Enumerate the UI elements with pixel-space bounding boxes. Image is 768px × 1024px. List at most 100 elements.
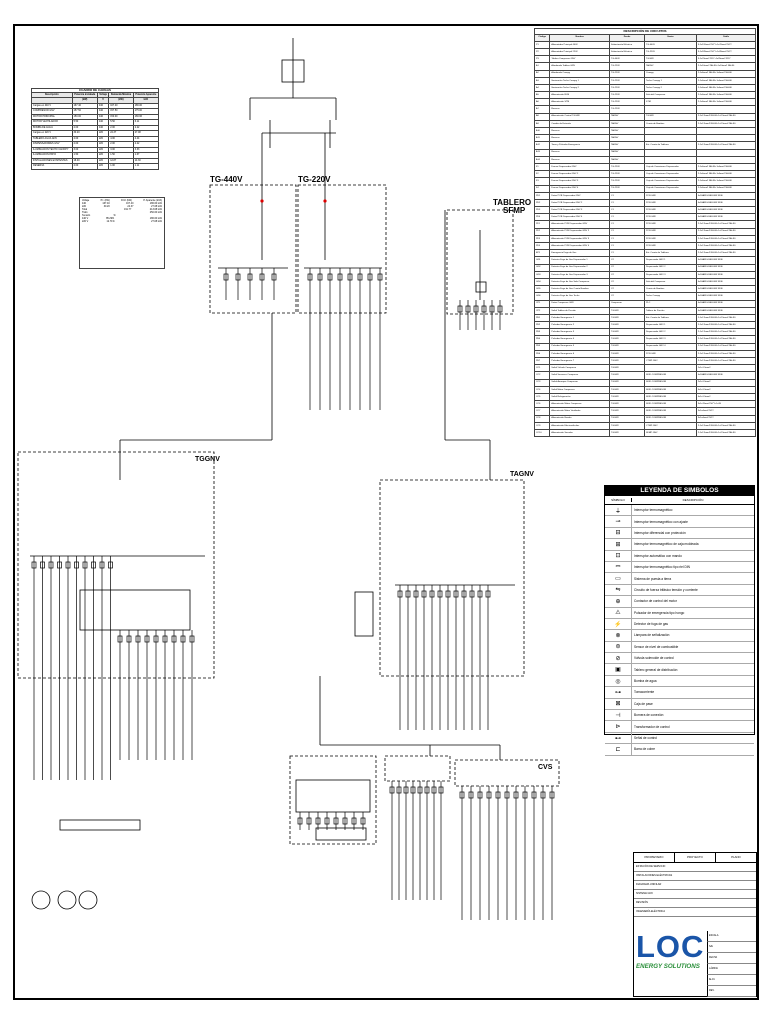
legend-description: Interruptor termomagnético tipo riel DIN	[634, 565, 690, 570]
circuit-col-header: Desde	[609, 33, 646, 42]
table-cell: Alimentación RLM	[549, 91, 611, 100]
legend-description: Circuito de fuerza trifásico tensión y c…	[634, 587, 698, 592]
table-cell: Datos PCB Dispensador GNV	[549, 191, 611, 200]
table-cell: SKID COMPRESOR	[644, 414, 697, 423]
meter-icon: ⊡	[605, 550, 632, 561]
legend-description: Interruptor automático con mando	[634, 553, 682, 558]
table-cell: Alimentación Electroválvulas	[549, 421, 611, 430]
table-cell: C1	[609, 227, 646, 236]
breaker-symbol	[297, 817, 303, 825]
panel-label-cvs: CVS	[538, 764, 553, 771]
breaker-symbol	[477, 590, 483, 598]
panel-label-tablero: TABLERO	[493, 198, 532, 207]
table-cell: Est. Cuarto de Tableros	[644, 249, 697, 258]
title-block-line: DIAGRAMA UNIFILAR	[634, 881, 756, 890]
table-cell: F3	[533, 177, 551, 186]
table-cell: 166.66	[132, 113, 160, 121]
panel-label-tagnv: TAGNV	[510, 471, 534, 478]
breaker-symbol	[360, 817, 366, 825]
table-cell: Pulsador Emergencia 6	[549, 349, 611, 359]
table-cell: Alimentador Principal 440V	[549, 40, 611, 49]
circuit-col-header: Nombre	[549, 33, 611, 42]
breaker-symbol	[189, 635, 195, 643]
table-cell: Cambio de Estación	[549, 119, 611, 129]
table-cell: 3x1x70mm2 NYY+1x35	[695, 400, 757, 409]
breaker-symbol	[497, 305, 503, 313]
breaker-symbol	[351, 817, 357, 825]
table-cell: Detector Fuga de Gas Dispensador 3	[549, 270, 611, 279]
table-cell: TG-220V	[609, 162, 646, 172]
table-cell: A6	[533, 98, 551, 107]
table-cell: C2	[609, 285, 646, 294]
table-cell: TGGNV	[609, 421, 646, 430]
legend-description: Caja de pase	[634, 701, 653, 706]
load-table-title: CUADRO DE CARGAS	[31, 88, 159, 92]
table-cell: Cuarto de Bombas	[644, 285, 697, 294]
table-cell: 4x18AWG BELDEN 9536	[695, 277, 757, 287]
table-cell	[644, 105, 697, 114]
table-cell: 2-1x2.5mm2 NH-80+1x2.5mm2 NH-80	[695, 141, 757, 150]
breaker-symbol	[397, 590, 403, 598]
table-cell: Sala del Compresor	[644, 277, 697, 287]
table-cell: P3	[533, 55, 551, 64]
table-cell: TGGNV	[609, 400, 646, 409]
table-cell: TG-220V	[609, 69, 646, 78]
table-cell	[644, 127, 697, 136]
table-cell: 2-1x2.5mm2 NH-80+1x2.5mm2 NH-80	[695, 249, 757, 258]
table-cell: CC2	[533, 371, 551, 380]
table-cell: Reserva	[549, 155, 611, 164]
breaker-symbol	[461, 590, 467, 598]
table-cell: Alumbrado Tablero GNV	[549, 62, 611, 71]
table-cell: SKID COMPRESOR	[644, 385, 697, 394]
breaker-symbol	[486, 791, 492, 799]
table-cell: Alimentación STM	[549, 98, 611, 107]
sensor-icon: ⊜	[605, 641, 632, 653]
table-cell: Dispensador GNV 1	[644, 321, 697, 330]
title-block-line: REVISIÓN	[634, 899, 756, 908]
table-cell: Señal Motor Compresor	[549, 385, 611, 394]
table-cell: Reserva	[549, 148, 611, 157]
table-cell: TG-440V	[609, 55, 646, 64]
table-cell	[644, 134, 697, 143]
table-cell: TGGNV	[609, 321, 646, 330]
table-cell: 2-1x6mm2 NH-80+1x6mm2 NH-80	[695, 98, 757, 107]
table-cell: 440	[96, 113, 110, 121]
table-cell: PE2	[533, 321, 551, 330]
table-cell: PF2	[533, 227, 551, 236]
legend-row: ⊠Caja de pase	[605, 698, 754, 711]
table-cell: CC5	[533, 392, 551, 402]
table-cell: 2-1x2.5mm2 NH-80+1x2.5mm2 NH-80	[695, 112, 757, 121]
table-cell: 2-1x2.5mm2 NH-80+1x2.5mm2 NH-80	[695, 227, 757, 236]
breaker-symbol	[473, 305, 479, 313]
panel-label-tggnv: TGGNV	[195, 456, 220, 463]
table-cell: 4x1x1.5mm2	[695, 385, 757, 394]
table-cell: TGGNV	[609, 313, 646, 323]
table-cell: Datos Compresor GNV	[549, 299, 611, 308]
table-cell: PD3	[533, 206, 551, 215]
legend-row: ▣Tablero general de distribución	[605, 664, 754, 676]
relay-icon: ⊞	[605, 539, 632, 550]
table-cell: C1	[609, 242, 646, 251]
table-cell: 6.11	[132, 119, 160, 126]
table-cell: CC1	[533, 364, 551, 373]
title-block-head-cell: PLANO	[731, 855, 741, 859]
table-cell: SKID COMPRESOR	[644, 371, 697, 380]
company-logo: LOC ENERGY SOLUTIONS	[636, 931, 706, 977]
table-cell: 2-1x10mm2 NH-80+1x10mm2 NH-80	[695, 62, 757, 71]
totals-value: 440	[82, 202, 86, 205]
legend-row: ⊸Interruptor termomagnético con ajuste	[605, 516, 754, 528]
circuit-col-header: Código	[533, 33, 551, 42]
table-cell: 2-1x2.5mm2 NH-80+1x2.5mm2 NH-80	[695, 335, 757, 344]
table-cell: Pulsador Emergencia 2	[549, 321, 611, 330]
breaker-symbol	[540, 791, 546, 799]
breaker-symbol	[465, 305, 471, 313]
